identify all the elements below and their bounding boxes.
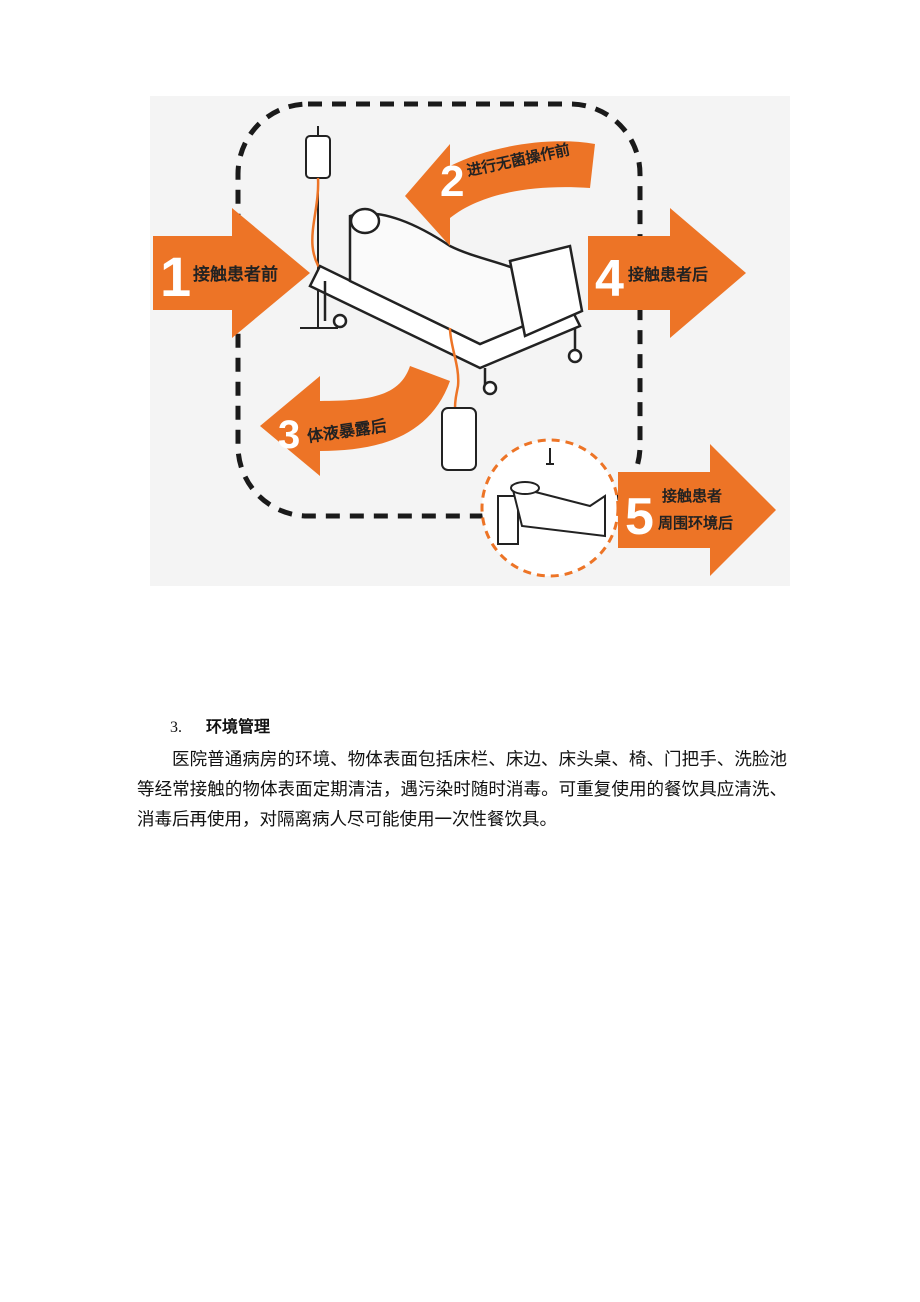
hand-hygiene-five-moments-figure: 1 接触患者前 2 进行无菌操作前 3 体液暴露后 4 接触患者后 5 接触患者… bbox=[150, 96, 790, 586]
svg-text:接触患者后: 接触患者后 bbox=[628, 265, 708, 284]
patient-bed-icon bbox=[308, 207, 584, 396]
drainage-bag-icon bbox=[441, 327, 477, 471]
svg-text:1: 1 bbox=[160, 245, 191, 308]
svg-text:3: 3 bbox=[278, 413, 300, 457]
svg-text:2: 2 bbox=[440, 157, 464, 206]
moment-3-arrow: 3 体液暴露后 bbox=[260, 366, 450, 476]
moment-5-arrow: 5 接触患者 周围环境后 bbox=[618, 444, 776, 576]
section-title: 环境管理 bbox=[206, 717, 271, 736]
section-heading: 3. 环境管理 bbox=[170, 713, 270, 737]
section-number: 3. bbox=[170, 719, 182, 736]
svg-text:周围环境后: 周围环境后 bbox=[658, 514, 733, 532]
patient-surroundings-circle bbox=[480, 438, 620, 578]
moment-4-arrow: 4 接触患者后 bbox=[588, 208, 746, 338]
svg-text:4: 4 bbox=[595, 250, 624, 308]
svg-text:5: 5 bbox=[625, 488, 654, 546]
body-paragraph: 医院普通病房的环境、物体表面包括床栏、床边、床头桌、椅、门把手、洗脸池等经常接触… bbox=[137, 750, 787, 830]
svg-text:接触患者: 接触患者 bbox=[662, 487, 722, 505]
moment-2-arrow: 2 进行无菌操作前 bbox=[405, 140, 595, 246]
moment-1-arrow: 1 接触患者前 bbox=[153, 208, 310, 338]
svg-text:接触患者前: 接触患者前 bbox=[193, 264, 278, 285]
